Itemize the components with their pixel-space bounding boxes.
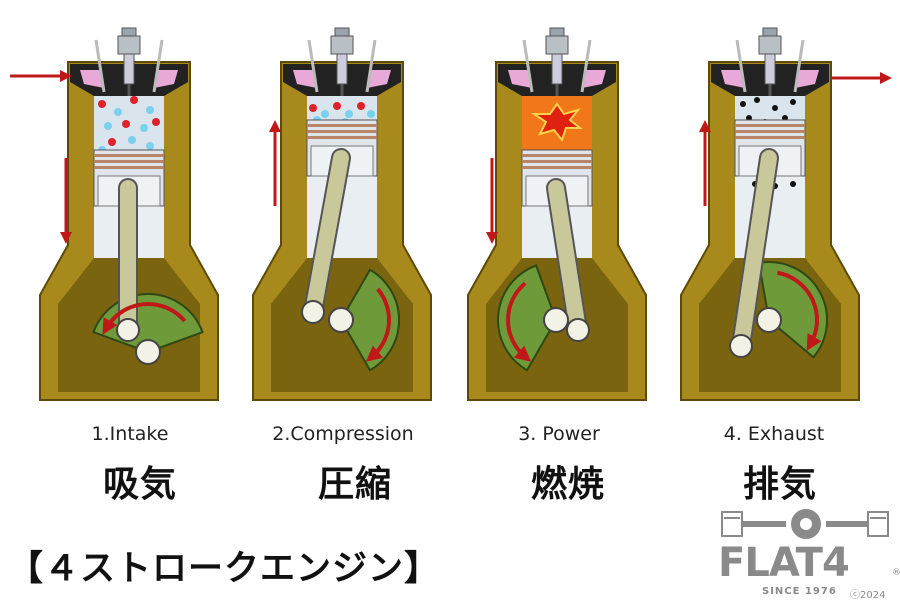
brand-since: SINCE 1976 — [762, 586, 837, 597]
crank-pin — [566, 318, 590, 342]
stage-label-exhaust: 4. Exhaust — [723, 423, 825, 445]
gas-particle — [122, 120, 130, 128]
exhaust-port — [582, 70, 606, 88]
gas-particle — [146, 106, 154, 114]
exhaust-particle — [790, 181, 796, 187]
intake-port — [293, 70, 317, 88]
intake-valve — [522, 39, 534, 93]
brand-copyright: ⓒ2024 — [850, 590, 886, 601]
piston-ring — [735, 130, 805, 133]
intake-port — [508, 70, 532, 88]
gas-particle — [357, 102, 365, 110]
exhaust-particle — [754, 97, 760, 103]
crank-pin — [301, 300, 325, 324]
crank-pin — [729, 334, 753, 358]
rotation-arrow-icon — [776, 270, 822, 351]
stage-jp-intake: 吸気 — [102, 464, 177, 505]
gas-particle — [146, 142, 154, 150]
exhaust-port — [367, 70, 391, 88]
brand-logo: FLAT4 ® SINCE 1976 ⓒ2024 — [716, 506, 900, 601]
gas-particle — [114, 108, 122, 116]
exhaust-particle — [772, 105, 778, 111]
gas-particle — [140, 124, 148, 132]
rotation-arrow-icon — [365, 287, 391, 362]
connecting-rod — [733, 150, 777, 354]
spark-plug-icon — [758, 27, 782, 96]
combustion-burst-icon — [530, 102, 583, 143]
crank-pin — [116, 318, 140, 342]
gas-particle — [98, 100, 106, 108]
connecting-rod — [548, 180, 586, 338]
gas-particle — [333, 102, 341, 110]
exhaust-particle — [740, 101, 746, 107]
stage-label-power: 3. Power — [518, 423, 600, 445]
gas-particle — [104, 122, 112, 130]
gas-particle — [128, 136, 136, 144]
engine-stage-1 — [39, 27, 219, 401]
gas-particle — [309, 104, 317, 112]
exhaust-port — [795, 70, 819, 88]
piston-ring — [735, 136, 805, 139]
intake-valve — [735, 39, 747, 93]
gas-particle — [321, 110, 329, 118]
brand-registered-mark: ® — [892, 568, 900, 578]
exhaust-valve — [580, 39, 592, 93]
boxer-engine-logo-icon — [721, 509, 889, 539]
piston-ring — [307, 130, 377, 133]
stage-jp-compression: 圧縮 — [317, 464, 392, 505]
engine-stage-2 — [252, 27, 432, 401]
exhaust-valve — [793, 39, 805, 93]
piston-ring — [307, 136, 377, 139]
stage-label-intake: 1.Intake — [91, 423, 169, 445]
gas-particle — [130, 96, 138, 104]
four-stroke-diagram — [10, 27, 892, 401]
crankshaft-journal — [135, 339, 161, 365]
main-title: 【４ストロークエンジン】 — [8, 549, 441, 589]
exhaust-valve — [365, 39, 377, 93]
intake-port — [721, 70, 745, 88]
engine-stage-3 — [467, 27, 647, 401]
connecting-rod — [305, 150, 349, 320]
stage-jp-power: 燃焼 — [530, 464, 605, 505]
piston-ring — [94, 160, 164, 163]
piston-ring — [522, 160, 592, 163]
gas-particle — [345, 110, 353, 118]
piston-ring — [522, 154, 592, 157]
stage-label-compression: 2.Compression — [272, 423, 414, 445]
spark-plug-icon — [117, 27, 141, 96]
spark-plug-icon — [330, 27, 354, 96]
gas-particle — [152, 118, 160, 126]
engine-stage-4 — [680, 27, 860, 401]
crankshaft-journal — [756, 307, 782, 333]
piston-ring — [307, 124, 377, 127]
exhaust-port — [154, 70, 178, 88]
piston-ring — [522, 166, 592, 169]
brand-name: FLAT4 — [718, 540, 850, 586]
intake-valve — [94, 39, 106, 93]
intake-port — [80, 70, 104, 88]
rotation-arrow-icon — [506, 281, 532, 362]
exhaust-particle — [790, 99, 796, 105]
piston-ring — [94, 166, 164, 169]
rotation-arrow-icon — [102, 302, 187, 335]
piston-ring — [94, 154, 164, 157]
crankshaft-journal — [328, 307, 354, 333]
spark-plug-icon — [545, 27, 569, 96]
gas-particle — [367, 110, 375, 118]
intake-valve — [307, 39, 319, 93]
crankshaft-journal — [543, 307, 569, 333]
piston-ring — [735, 124, 805, 127]
exhaust-valve — [152, 39, 164, 93]
gas-particle — [108, 138, 116, 146]
crank-web — [339, 268, 400, 372]
stage-jp-exhaust: 排気 — [742, 464, 817, 505]
